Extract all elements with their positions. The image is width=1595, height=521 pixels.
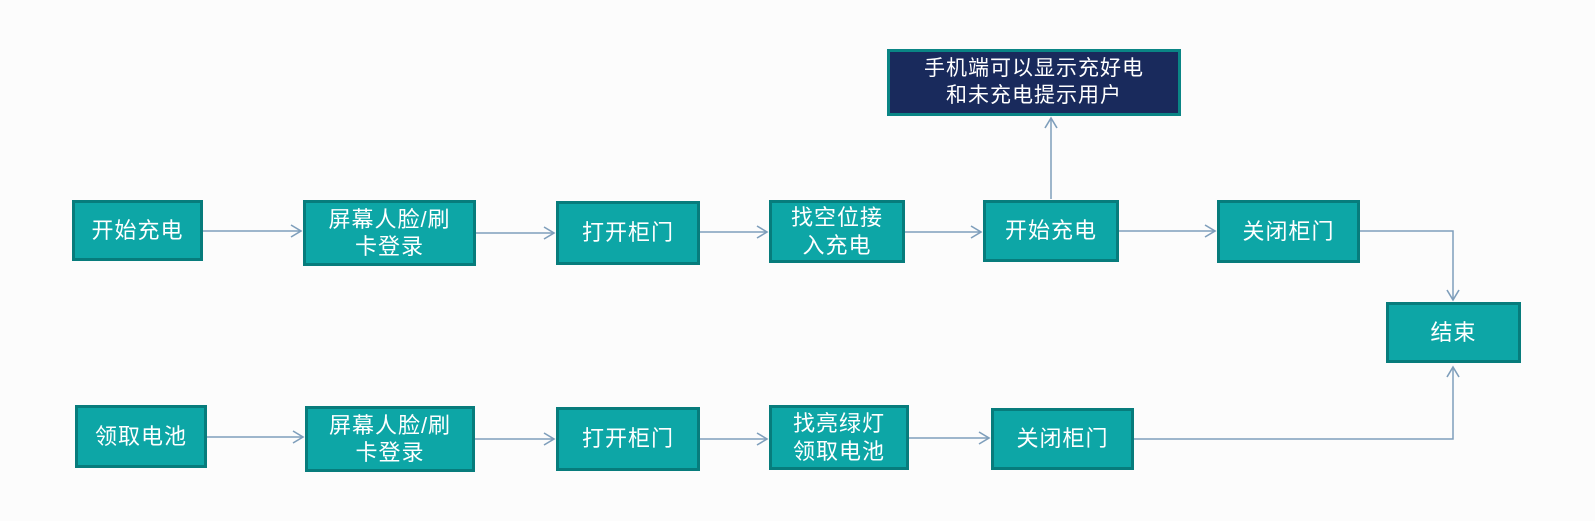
node-pickup-battery-entry[interactable]: 领取电池 [75,405,207,468]
node-find-green-light[interactable]: 找亮绿灯 领取电池 [769,405,909,470]
connector-close-to-end-bottom [1134,365,1460,440]
node-find-empty-slot[interactable]: 找空位接 入充电 [769,200,905,263]
node-start-charging[interactable]: 开始充电 [983,200,1119,262]
node-login-charge[interactable]: 屏幕人脸/刷 卡登录 [303,200,476,266]
node-open-door-charge[interactable]: 打开柜门 [556,201,700,265]
node-start-charging-entry[interactable]: 开始充电 [72,200,203,261]
node-login-pickup[interactable]: 屏幕人脸/刷 卡登录 [305,406,475,472]
connector-close-to-end-top [1360,230,1460,302]
node-end[interactable]: 结束 [1386,302,1521,363]
node-note-phone-status[interactable]: 手机端可以显示充好电 和未充电提示用户 [887,49,1181,116]
node-open-door-pickup[interactable]: 打开柜门 [556,407,700,471]
node-close-door-charge[interactable]: 关闭柜门 [1217,200,1360,263]
node-close-door-pickup[interactable]: 关闭柜门 [991,408,1134,470]
